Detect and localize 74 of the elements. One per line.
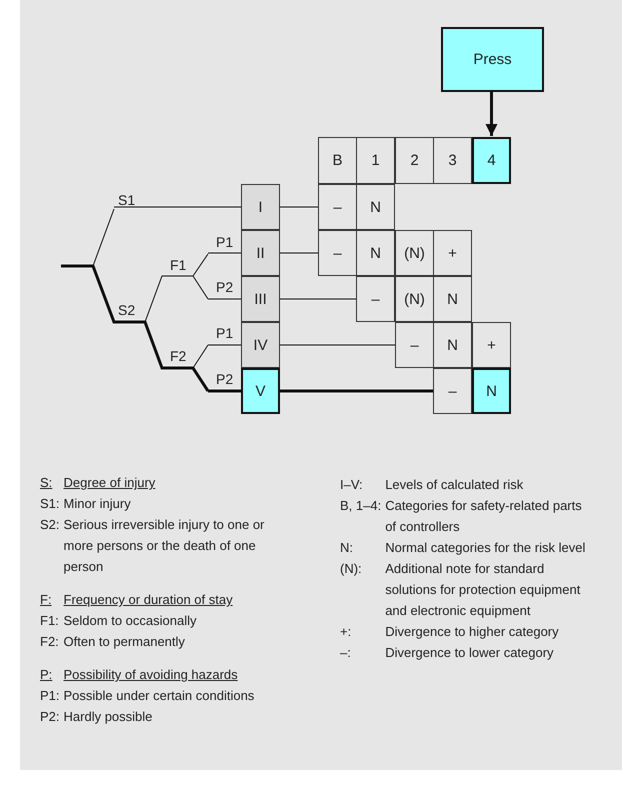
category-cell: (N) [395, 230, 434, 276]
category-cell: + [472, 322, 511, 368]
category-cell: – [395, 322, 434, 368]
branch-label: S2 [118, 302, 136, 318]
legend-term: F2: [40, 633, 60, 651]
connector-line [280, 206, 318, 208]
connector-line [114, 206, 242, 208]
category-header-cell: B [318, 137, 357, 184]
machine-box: Press [441, 27, 544, 92]
connector-line [280, 298, 356, 300]
legend-definition: Divergence to lower category [385, 644, 555, 662]
legend-definition: Additional note for standard solutions for protection equipment and electronic equipment [385, 560, 582, 620]
connector-line [280, 390, 433, 392]
category-cell: (N) [395, 276, 434, 322]
legend-term: (N): [340, 560, 363, 578]
risk-level-box: II [241, 230, 280, 276]
legend-term: –: [340, 644, 352, 662]
legend-definition: Possibility of avoiding hazards [64, 666, 239, 684]
legend-term: S2: [40, 516, 60, 534]
legend-term: S1: [40, 495, 60, 513]
risk-level-box: V [241, 368, 280, 414]
legend-term: P1: [40, 687, 60, 705]
legend-definition: Levels of calculated risk [385, 476, 524, 494]
connector-line [208, 390, 241, 392]
legend-term: F: [40, 591, 53, 609]
category-cell: – [356, 276, 395, 322]
branch-label: P1 [216, 234, 234, 250]
risk-level-box: III [241, 276, 280, 322]
legend-definition: Degree of injury [64, 474, 156, 492]
legend-definition: Divergence to higher category [385, 623, 560, 641]
arrow [486, 92, 498, 136]
category-cell: N [433, 322, 472, 368]
legend-definition: Often to permanently [64, 633, 186, 651]
risk-level-box: IV [241, 322, 280, 368]
legend-term: B, 1–4: [340, 497, 382, 515]
legend-definition: Seldom to occasionally [64, 612, 198, 630]
branch-label: F1 [170, 257, 186, 273]
category-cell: – [318, 184, 357, 230]
legend-term: N: [340, 539, 354, 557]
legend-term: P: [40, 666, 54, 684]
branch-label: S1 [118, 192, 136, 208]
legend-term: P2: [40, 708, 60, 726]
connector-line [208, 298, 242, 300]
connector-line [208, 344, 242, 346]
branch-label: P2 [216, 279, 234, 295]
category-cell: N [356, 184, 395, 230]
category-cell: – [433, 368, 472, 414]
category-cell: N [356, 230, 395, 276]
legend-definition: Minor injury [64, 495, 132, 513]
legend-definition: Serious irreversible injury to one or more persons or the death of one person [64, 516, 266, 576]
legend-definition: Hardly possible [64, 708, 154, 726]
category-header-cell: 1 [356, 137, 395, 184]
legend-definition: Frequency or duration of stay [64, 591, 234, 609]
connector-line [208, 252, 242, 254]
category-cell: – [318, 230, 357, 276]
legend-definition: Possible under certain conditions [64, 687, 256, 705]
branch-label: P2 [216, 371, 234, 387]
connector-line [280, 252, 318, 254]
category-header-cell: 3 [433, 137, 472, 184]
legend-definition: Categories for safety-related parts of controllers [385, 497, 583, 536]
branch-label: P1 [216, 325, 234, 341]
risk-level-box: I [241, 184, 280, 230]
legend-definition: Normal categories for the risk level [385, 539, 586, 557]
category-header-cell: 2 [395, 137, 434, 184]
connector-line [280, 344, 396, 346]
category-header-cell: 4 [472, 137, 511, 184]
category-cell: + [433, 230, 472, 276]
category-cell: N [472, 368, 511, 414]
legend-term: F1: [40, 612, 60, 630]
category-cell: N [433, 276, 472, 322]
branch-label: F2 [170, 348, 186, 364]
legend-term: +: [340, 623, 352, 641]
legend-term: I–V: [340, 476, 364, 494]
legend-term: S: [40, 474, 54, 492]
